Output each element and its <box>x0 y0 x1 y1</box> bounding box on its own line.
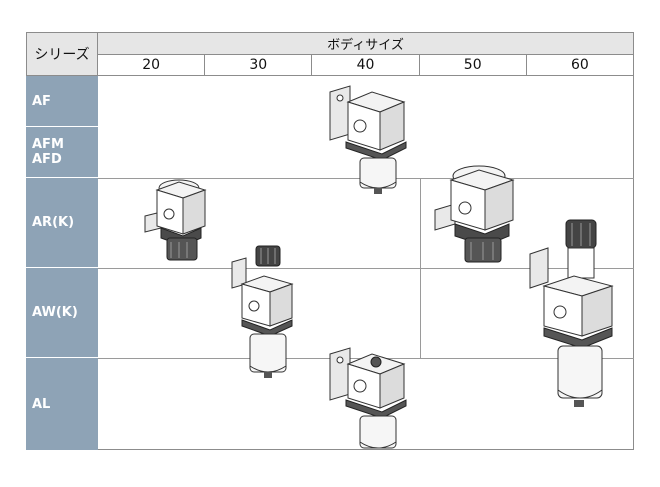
row-label-text: AW(K) <box>32 305 78 320</box>
size-col-20: 20 <box>98 55 206 76</box>
size-col-40: 40 <box>312 55 420 76</box>
row-label-al: AL <box>26 358 98 450</box>
size-header-row: 20 30 40 50 60 <box>98 55 635 76</box>
size-col-60: 60 <box>526 55 635 76</box>
af-40-filter-icon <box>329 85 407 194</box>
body-size-header: ボディサイズ <box>98 32 634 55</box>
row-label-text: AR(K) <box>32 215 75 230</box>
size-col-50: 50 <box>419 55 527 76</box>
al-40-lubricator-icon <box>329 347 407 449</box>
table-body-frame <box>98 76 634 450</box>
row-label-afm-afd: AFM AFD <box>26 127 98 178</box>
row-label-text: AFM <box>32 137 64 152</box>
row-divider <box>98 268 634 269</box>
ar-50-regulator-icon <box>434 165 515 263</box>
size-col-30: 30 <box>205 55 313 76</box>
row-label-text: AF <box>32 93 51 109</box>
column-divider <box>420 178 421 358</box>
row-label-text: AL <box>32 396 51 412</box>
row-label-ar-k: AR(K) <box>26 178 98 268</box>
row-label-af: AF <box>26 76 98 127</box>
ar-20-regulator-icon <box>144 179 207 261</box>
row-label-aw-k: AW(K) <box>26 268 98 358</box>
aw-60-filter-regulator-icon <box>529 219 614 407</box>
row-label-text: AFD <box>32 152 62 167</box>
series-header: シリーズ <box>26 32 98 76</box>
aw-30-filter-regulator-icon <box>231 245 294 378</box>
